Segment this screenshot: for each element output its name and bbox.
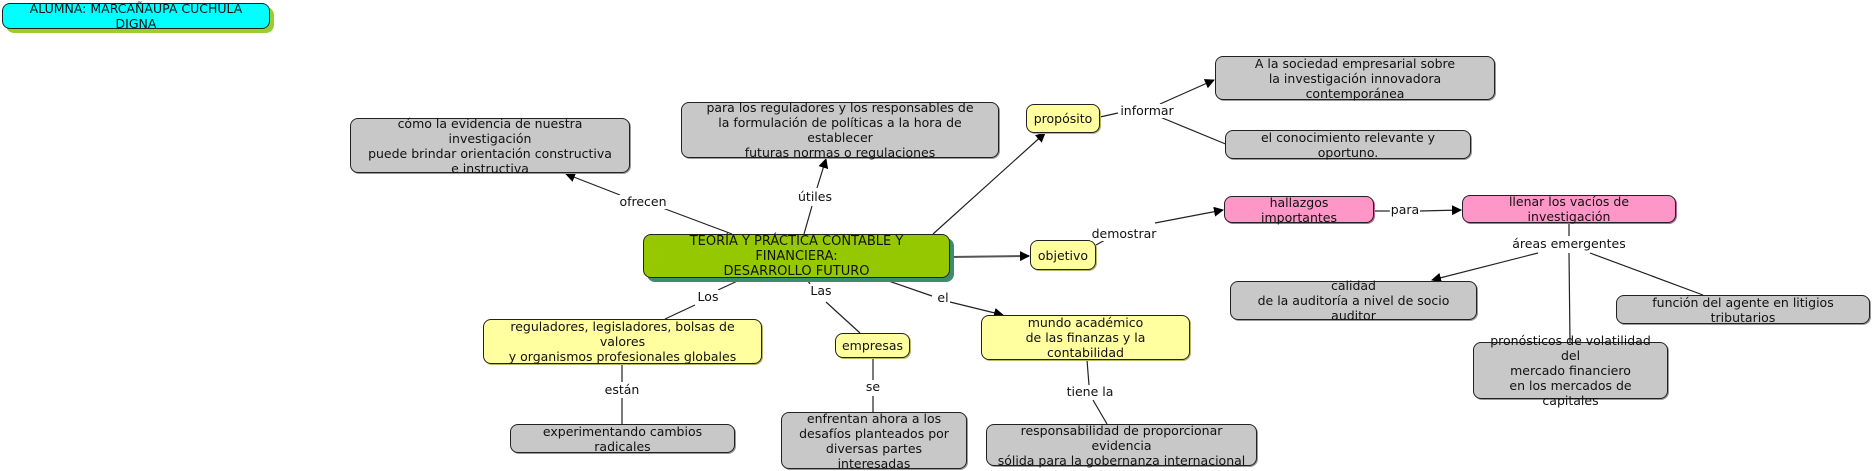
link-label-ofrecen[interactable]: ofrecen xyxy=(618,194,668,209)
link-label-areas-emergentes[interactable]: áreas emergentes xyxy=(1511,236,1627,251)
concept-reguladores[interactable]: reguladores, legisladores, bolsas de val… xyxy=(483,319,762,364)
concept-sociedad-empresarial[interactable]: A la sociedad empresarial sobre la inves… xyxy=(1215,56,1495,101)
concept-calidad-auditoria[interactable]: calidad de la auditoría a nivel de socio… xyxy=(1230,278,1477,323)
link-para-b xyxy=(1419,205,1462,216)
link-el-a xyxy=(879,277,933,297)
concept-para-reguladores[interactable]: para los reguladores y los responsables … xyxy=(681,100,999,160)
concept-responsabilidad[interactable]: responsabilidad de proporcionar evidenci… xyxy=(986,423,1257,468)
concept-llenar-vacios[interactable]: llenar los vacíos de investigación xyxy=(1462,194,1676,224)
concept-funcion-agente[interactable]: función del agente en litigios tributari… xyxy=(1616,295,1870,325)
link-label-para[interactable]: para xyxy=(1389,202,1421,217)
link-areas-d xyxy=(1589,252,1704,296)
concept-experimentando[interactable]: experimentando cambios radicales xyxy=(510,424,735,454)
concept-objetivo[interactable]: objetivo xyxy=(1030,240,1096,270)
link-label-el[interactable]: el xyxy=(936,290,950,305)
link-ofrecen-b xyxy=(565,172,621,196)
concept-mundo-academico[interactable]: mundo académico de las finanzas y la con… xyxy=(981,315,1190,360)
link-label-utiles[interactable]: útiles xyxy=(797,189,833,204)
link-areas-b xyxy=(1431,252,1539,283)
concept-hallazgos[interactable]: hallazgos importantes xyxy=(1224,195,1374,225)
link-los-a xyxy=(717,277,745,291)
link-informar-a xyxy=(1099,112,1119,118)
link-objetivo xyxy=(949,251,1030,262)
link-ofrecen-a xyxy=(659,206,733,235)
link-label-informar[interactable]: informar xyxy=(1119,103,1175,118)
link-areas-c xyxy=(1568,252,1571,343)
link-demostrar-b xyxy=(1154,206,1224,224)
link-tiene-a xyxy=(1086,359,1090,386)
link-label-estan[interactable]: están xyxy=(603,382,641,397)
link-utiles-b xyxy=(816,158,829,189)
link-label-las[interactable]: Las xyxy=(809,283,833,298)
link-label-demostrar[interactable]: demostrar xyxy=(1090,226,1158,241)
link-los-b xyxy=(664,304,696,320)
concept-conocimiento[interactable]: el conocimiento relevante y oportuno. xyxy=(1225,130,1471,160)
link-las-b xyxy=(825,301,861,334)
concept-empresas[interactable]: empresas xyxy=(835,333,910,358)
link-informar-c xyxy=(1159,116,1229,146)
link-las-a xyxy=(805,277,811,285)
link-label-los[interactable]: Los xyxy=(696,289,720,304)
concept-proposito[interactable]: propósito xyxy=(1026,104,1100,133)
link-tiene-b xyxy=(1092,399,1108,425)
link-label-tiene-la[interactable]: tiene la xyxy=(1065,384,1115,399)
student-name-box: ALUMNA: MARCAÑAUPA CUCHULA DIGNA xyxy=(2,1,270,31)
concept-como-evidencia[interactable]: cómo la evidencia de nuestra investigaci… xyxy=(350,116,630,176)
central-concept[interactable]: TEORÍA Y PRÁCTICA CONTABLE Y FINANCIERA:… xyxy=(643,234,950,279)
link-label-se[interactable]: se xyxy=(864,379,882,394)
link-informar-b xyxy=(1159,79,1215,105)
concept-enfrentan[interactable]: enfrentan ahora a los desafíos planteado… xyxy=(781,411,967,471)
link-proposito xyxy=(932,132,1046,235)
link-utiles-a xyxy=(803,205,813,235)
link-el-b xyxy=(949,301,1004,318)
concept-pronosticos[interactable]: pronósticos de volatilidad del mercado f… xyxy=(1473,333,1668,408)
